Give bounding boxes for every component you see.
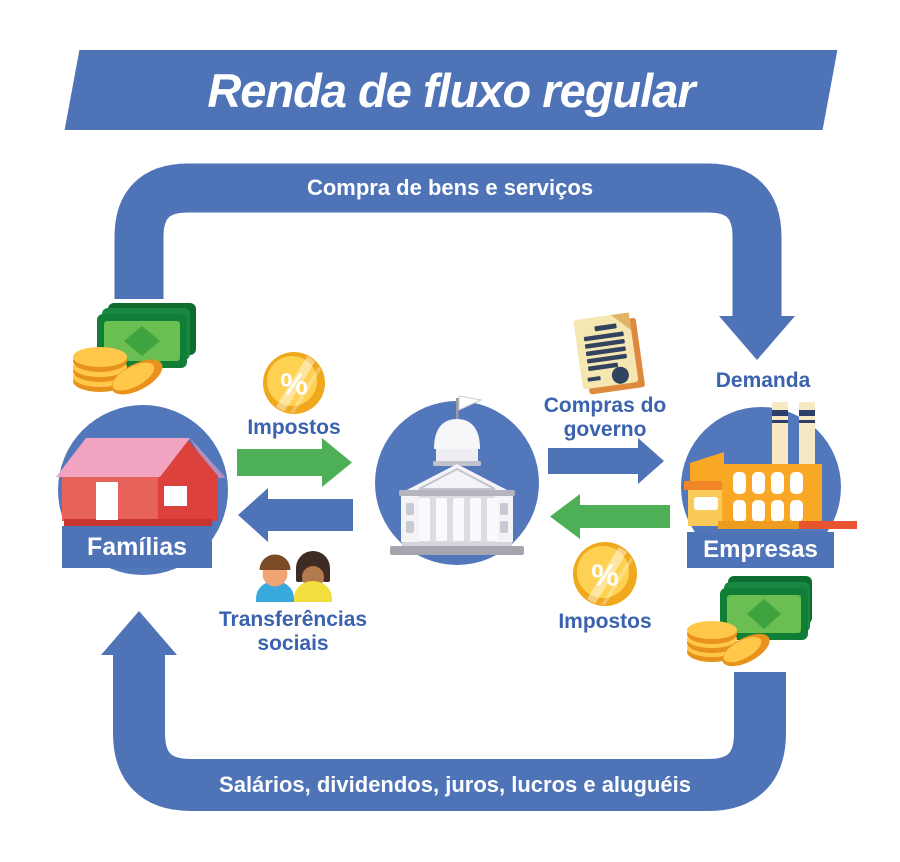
arrow-up-icon <box>101 611 177 655</box>
bottom-flow-arrow <box>101 611 786 811</box>
taxes-companies-arrow-icon <box>550 494 670 539</box>
taxes-households-label: Impostos <box>247 416 341 439</box>
seal <box>611 366 629 384</box>
top-flow-arrow <box>114 163 795 360</box>
companies-label: Empresas <box>687 532 834 568</box>
house-icon <box>56 438 226 530</box>
tax-coin-companies-icon: % <box>573 542 637 606</box>
certificate-icon <box>573 312 645 395</box>
folded-corner <box>610 312 632 331</box>
bottom-flow-path <box>113 651 786 811</box>
page-title: Renda de fluxo regular <box>207 63 695 117</box>
percent-icon: % <box>280 367 308 402</box>
flag <box>458 395 483 411</box>
money-icon-companies <box>687 576 812 667</box>
chimney <box>799 402 815 466</box>
social-transfers-label: Transferências sociais <box>218 608 368 656</box>
tax-coin-households-icon: % <box>263 352 325 414</box>
pediment <box>403 464 511 492</box>
government-purchases-label: Compras do governo <box>543 394 667 442</box>
arrow-down-icon <box>719 316 795 360</box>
door <box>96 482 118 520</box>
bottom-flow-label: Salários, dividendos, juros, lucros e al… <box>219 772 691 797</box>
factory-icon <box>684 402 857 529</box>
government-purchases-arrow-icon <box>548 438 664 484</box>
social-transfers-arrow-icon <box>238 488 353 542</box>
top-flow-label: Compra de bens e serviços <box>306 175 594 200</box>
dome <box>434 419 480 449</box>
taxes-households-arrow-icon <box>237 438 352 487</box>
households-label: Famílias <box>62 526 212 568</box>
people-icon <box>256 551 332 602</box>
percent-icon: % <box>591 558 619 593</box>
demand-label: Demanda <box>715 369 811 392</box>
money-icon-households <box>73 303 196 395</box>
window <box>164 486 187 506</box>
taxes-companies-label: Impostos <box>558 610 652 633</box>
government-building-icon <box>390 395 524 555</box>
chimney <box>772 402 788 466</box>
top-flow-path <box>114 163 782 322</box>
